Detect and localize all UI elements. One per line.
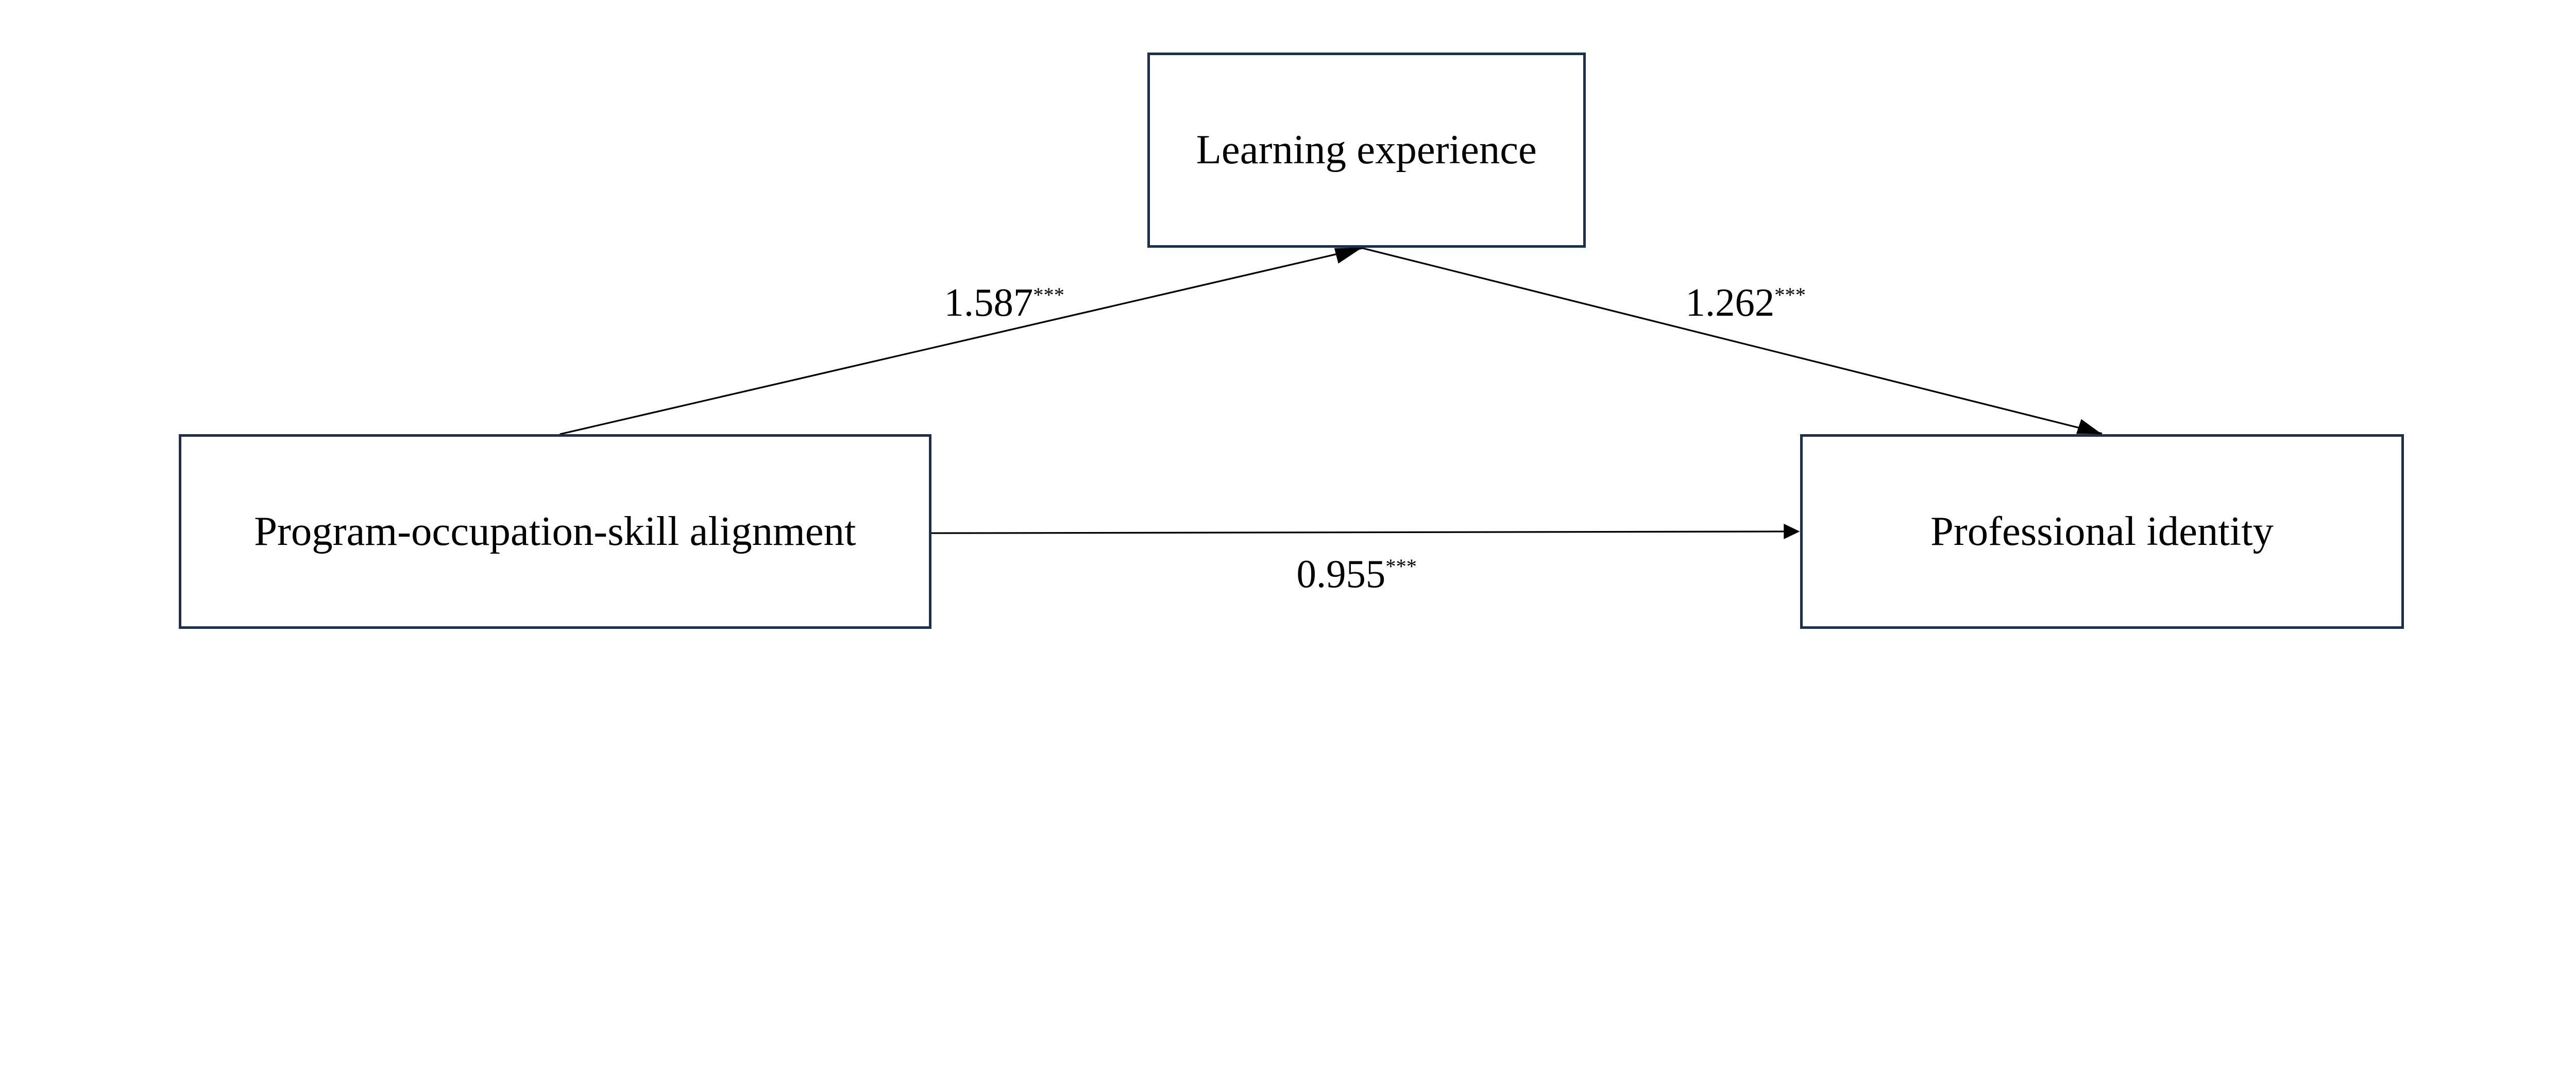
path-b-label: 1.262*** bbox=[1686, 280, 1806, 326]
path-a-label: 1.587*** bbox=[944, 280, 1065, 326]
significance: *** bbox=[1774, 283, 1806, 306]
node-label: Learning experience bbox=[1196, 127, 1537, 173]
arrow-alignment-to-identity bbox=[931, 530, 1788, 534]
node-professional-identity: Professional identity bbox=[1800, 434, 2404, 629]
arrow-alignment-to-learning bbox=[560, 247, 1363, 435]
node-label: Professional identity bbox=[1930, 508, 2274, 555]
node-program-occupation-skill-alignment: Program-occupation-skill alignment bbox=[178, 434, 931, 629]
node-label: Program-occupation-skill alignment bbox=[254, 508, 856, 555]
arrowhead-identity-top bbox=[2076, 419, 2103, 435]
diagram: Learning experience Program-occupation-s… bbox=[178, 53, 2404, 629]
arrowhead-learning bbox=[1334, 247, 1363, 264]
arrowhead-identity-left bbox=[1784, 523, 1800, 539]
significance: *** bbox=[1385, 554, 1417, 578]
node-learning-experience: Learning experience bbox=[1147, 53, 1586, 248]
coefficient: 1.262 bbox=[1685, 280, 1775, 324]
arrow-learning-to-identity bbox=[1362, 247, 2103, 435]
coefficient: 1.587 bbox=[944, 280, 1033, 324]
path-c-label: 0.955*** bbox=[1297, 552, 1417, 597]
coefficient: 0.955 bbox=[1296, 552, 1386, 596]
significance: *** bbox=[1033, 283, 1065, 306]
arrows-layer bbox=[560, 247, 2103, 539]
